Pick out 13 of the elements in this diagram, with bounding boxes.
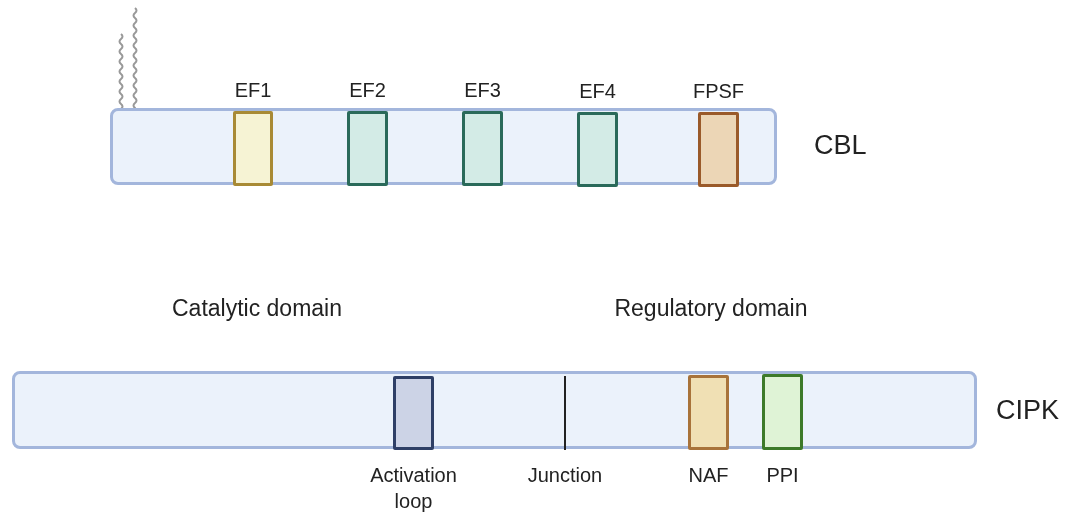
domain-label: FPSF xyxy=(691,79,746,104)
domain-label: EF1 xyxy=(233,78,273,103)
domain-label: EF2 xyxy=(348,78,387,103)
protein-label: CIPK xyxy=(996,394,1060,427)
domain-label: Activation loop xyxy=(369,463,458,514)
region-label: Regulatory domain xyxy=(613,294,809,323)
domain-label: Junction xyxy=(526,463,604,488)
domain-label: NAF xyxy=(687,463,730,488)
region-label: Catalytic domain xyxy=(171,294,343,323)
domain-label: EF3 xyxy=(463,78,502,103)
domain-label: PPI xyxy=(765,463,800,488)
domain-label: EF4 xyxy=(578,79,617,104)
protein-label: CBL xyxy=(814,129,867,162)
